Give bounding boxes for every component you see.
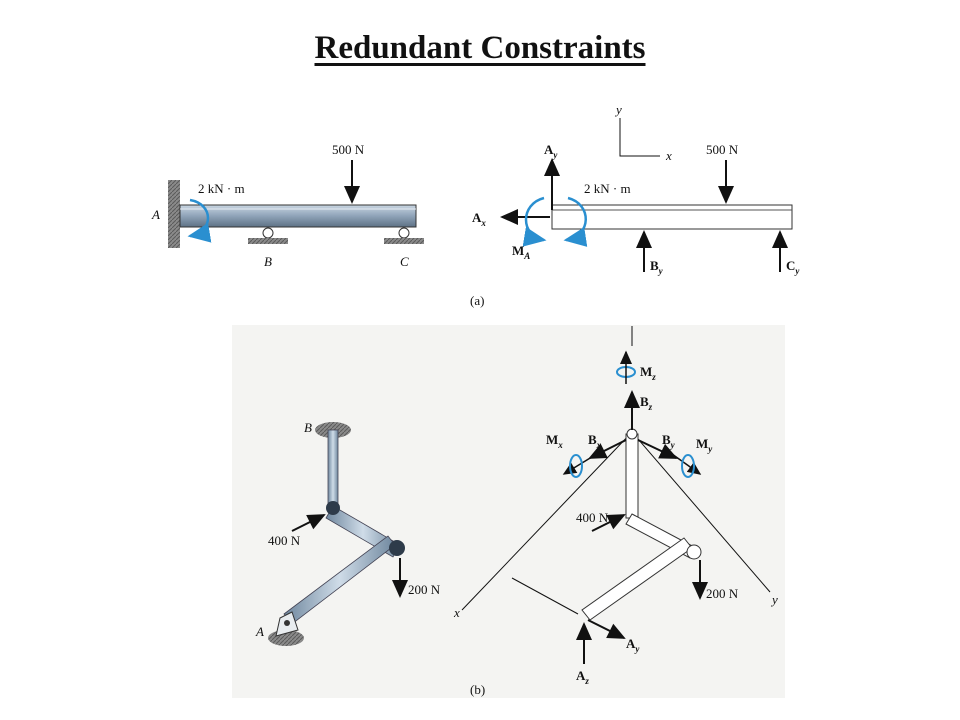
point-a-label: A — [255, 624, 264, 639]
reaction-ax-label: Ax — [472, 210, 486, 228]
moment-mx-arrow — [569, 454, 583, 478]
load-200-label: 200 N — [408, 582, 441, 597]
figure-b-panel — [232, 325, 785, 698]
elbow-joint — [326, 501, 340, 515]
point-c-label: C — [400, 254, 409, 269]
beam — [179, 204, 417, 228]
reaction-ay-label: Ay — [626, 636, 640, 654]
point-b-label: B — [304, 420, 312, 435]
axes-icon — [619, 118, 660, 157]
moment-my-axis — [671, 453, 702, 475]
moment-my-arrow — [681, 454, 695, 478]
moment-mz-label: Mz — [640, 364, 656, 382]
reaction-by-label: By — [650, 258, 664, 276]
reaction-by-arrow — [637, 439, 678, 459]
axis-x-label: x — [453, 605, 460, 620]
moment-label: 2 kN · m — [584, 181, 631, 196]
reaction-cy-label: Cy — [786, 258, 800, 276]
pipe-segment-2 — [283, 535, 396, 625]
reaction-bx-label: Bx — [588, 432, 602, 450]
moment-mx-label: Mx — [546, 432, 563, 450]
pipe-vertical — [625, 433, 639, 519]
load-400-label: 400 N — [268, 533, 301, 548]
pipe-segment-2 — [581, 537, 693, 621]
pipe-vertical — [327, 429, 339, 511]
caption-a: (a) — [470, 293, 484, 308]
reaction-az-label: Az — [576, 668, 589, 686]
elbow-joint — [389, 540, 405, 556]
axis-y-label: y — [614, 102, 622, 117]
moment-ma-arrow — [522, 196, 547, 247]
axis-x-label: x — [665, 148, 672, 163]
moment-arrow — [187, 198, 212, 243]
page-title: Redundant Constraints — [314, 30, 646, 66]
beam-diagram: 500 N 2 kN · m A B C — [151, 142, 424, 269]
point-a-label: A — [151, 207, 160, 222]
reaction-by-label: By — [662, 432, 676, 450]
load-label: 500 N — [332, 142, 365, 157]
pipe-assembly: 400 N 200 N B A — [255, 420, 441, 646]
reaction-bz-label: Bz — [640, 394, 653, 412]
reaction-ay-label: Ay — [544, 142, 558, 160]
reaction-ay-arrow — [587, 619, 626, 639]
beam-outline — [551, 204, 793, 230]
moment-arrow — [563, 196, 588, 247]
free-body-diagram-a: y x 500 N 2 kN · m Ay Ax MA By Cy — [472, 102, 800, 276]
wall — [168, 180, 180, 248]
point-b-label: B — [264, 254, 272, 269]
axis-y-line — [631, 431, 771, 593]
moment-ma-label: MA — [512, 243, 530, 261]
moment-label: 2 kN · m — [198, 181, 245, 196]
load-400-label: 400 N — [576, 510, 609, 525]
roller-support-c — [384, 227, 424, 244]
load-label: 500 N — [706, 142, 739, 157]
free-body-diagram-b: x y Mz Bz Bx By Mx My 400 N 200 N — [453, 326, 778, 686]
caption-b: (b) — [470, 682, 485, 697]
moment-my-label: My — [696, 436, 713, 454]
load-400-arrow — [291, 514, 326, 532]
axis-x-line — [461, 431, 633, 611]
roller-support-b — [248, 227, 288, 244]
load-200-label: 200 N — [706, 586, 739, 601]
axis-y-label: y — [770, 592, 778, 607]
load-400-arrow — [591, 514, 626, 532]
